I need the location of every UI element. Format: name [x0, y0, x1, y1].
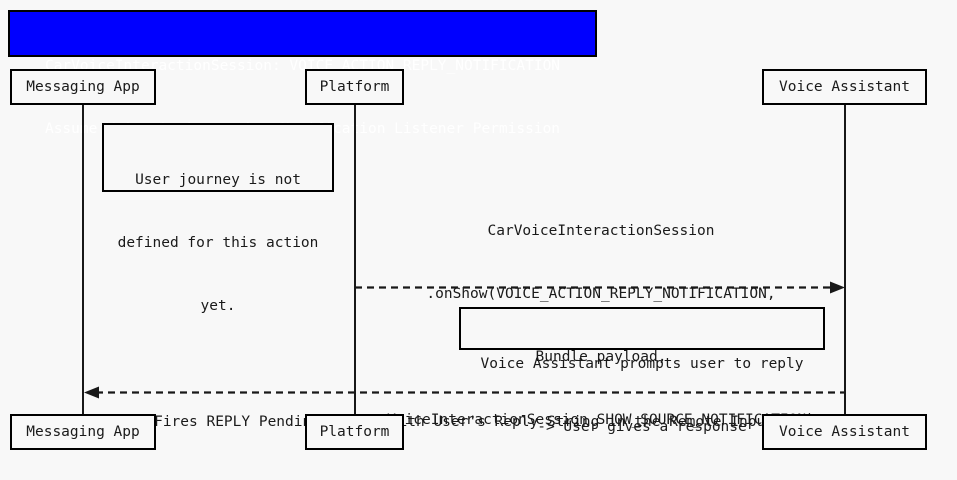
participant-messaging-app-top[interactable]: Messaging App	[10, 69, 156, 105]
note-voice-prompt-line-2: -> User gives a response	[537, 419, 747, 435]
note-user-journey-line-1: User journey is not	[135, 172, 301, 188]
lifeline-platform	[354, 104, 356, 416]
participant-messaging-app-bottom[interactable]: Messaging App	[10, 414, 156, 450]
sequence-diagram-canvas: CarVoiceInteractionSession: VOICE_ACTION…	[8, 10, 927, 473]
message-onshow-arrow-head	[830, 281, 845, 294]
participant-platform-top[interactable]: Platform	[305, 69, 404, 105]
message-reply-intent-arrow	[84, 386, 846, 399]
participant-voice-assistant-bottom[interactable]: Voice Assistant	[762, 414, 927, 450]
participant-voice-assistant-top[interactable]: Voice Assistant	[762, 69, 927, 105]
participant-platform-bottom[interactable]: Platform	[305, 414, 404, 450]
message-onshow-line-1: CarVoiceInteractionSession	[487, 223, 715, 239]
lifeline-messaging-app	[82, 104, 84, 416]
note-voice-prompt-line-1: Voice Assistant prompts user to reply	[480, 356, 804, 372]
participant-platform-top-label: Platform	[319, 79, 390, 95]
participant-messaging-app-top-label: Messaging App	[26, 79, 140, 95]
message-onshow-label: CarVoiceInteractionSession .onShow(VOICE…	[358, 179, 844, 473]
message-reply-intent-arrow-head	[84, 386, 99, 399]
participant-voice-assistant-top-label: Voice Assistant	[779, 79, 910, 95]
note-user-journey: User journey is not defined for this act…	[102, 123, 334, 314]
lifeline-voice-assistant	[844, 104, 846, 416]
note-user-journey-line-2: defined for this action	[117, 235, 319, 251]
message-onshow-line-3: Bundle payload,	[535, 349, 667, 365]
participant-messaging-app-bottom-label: Messaging App	[26, 424, 140, 440]
note-user-journey-line-3: yet.	[200, 298, 236, 314]
message-onshow-line-4: VoiceInteractionSession.SHOW_SOURCE_NOTI…	[387, 412, 815, 428]
note-voice-prompt: Voice Assistant prompts user to reply ->…	[459, 307, 825, 435]
message-onshow-line-2: .onShow(VOICE_ACTION_REPLY_NOTIFICATION,	[426, 286, 776, 302]
participant-voice-assistant-bottom-label: Voice Assistant	[779, 424, 910, 440]
diagram-title-box: CarVoiceInteractionSession: VOICE_ACTION…	[8, 10, 597, 137]
participant-platform-bottom-label: Platform	[319, 424, 390, 440]
message-onshow-arrow	[355, 281, 845, 294]
